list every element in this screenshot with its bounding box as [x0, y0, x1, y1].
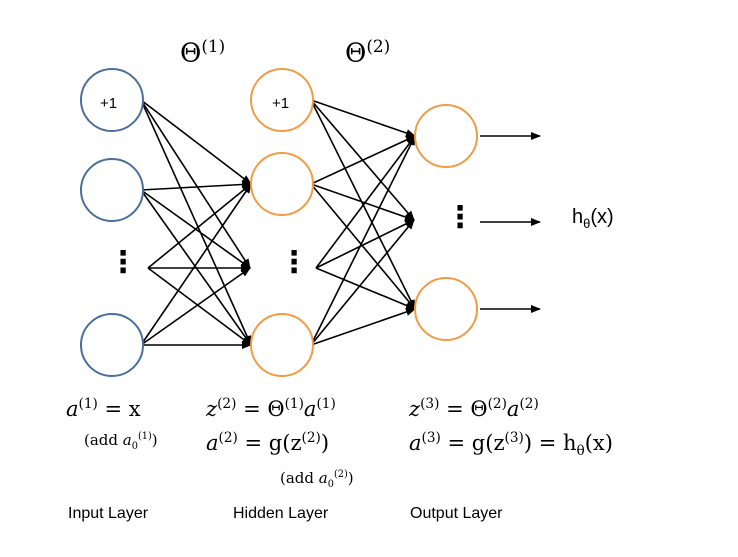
edge-input-0-hidden-2	[140, 99, 252, 346]
input-layer-title: Input Layer	[68, 505, 149, 522]
node-layer	[80, 68, 478, 377]
input-node-2	[80, 313, 144, 377]
output-hypothesis-label: hθ(x)	[572, 206, 614, 231]
output-arrows	[480, 132, 541, 313]
input-dots: ⋮	[108, 246, 138, 279]
edge-layer	[140, 99, 416, 349]
output-eq-a3: a(3) = g(z(3)) = hθ(x)	[409, 430, 613, 460]
output-layer-title: Output Layer	[410, 505, 503, 522]
edge-hidden-1-output-2	[310, 183, 416, 310]
input-eq-a1: a(1) = x	[66, 396, 141, 421]
edge-input-3-hidden-1	[140, 267, 251, 346]
edge-hidden-1-output-0	[310, 135, 416, 185]
output-eq-z3: z(3) = Θ(2)a(2)	[409, 396, 539, 421]
edge-hidden-2-output-1	[315, 219, 415, 269]
edge-input-3-hidden-0	[140, 183, 252, 346]
edge-hidden-1-output-1	[310, 183, 415, 221]
output-dots: ⋮	[445, 201, 475, 234]
bias-label-input: +1	[100, 95, 118, 112]
hidden-eq-z2: z(2) = Θ(1)a(1)	[206, 396, 336, 421]
edge-hidden-0-output-0	[310, 99, 416, 137]
edge-input-2-hidden-2	[147, 267, 252, 346]
edge-hidden-3-output-0	[310, 135, 416, 346]
output-node-1	[414, 277, 478, 341]
edge-hidden-3-output-2	[310, 308, 416, 346]
bias-label-hidden: +1	[272, 95, 290, 112]
theta2-label: Θ(2)	[345, 36, 391, 69]
input-node-1	[80, 158, 144, 222]
edge-hidden-2-output-0	[315, 135, 416, 269]
edge-input-0-hidden-1	[140, 99, 251, 269]
edge-input-1-hidden-0	[140, 180, 252, 191]
theta1-label: Θ(1)	[180, 36, 226, 69]
hidden-node-1	[250, 152, 314, 216]
edge-input-2-hidden-0	[147, 183, 252, 269]
hidden-eq-a2: a(2) = g(z(2))	[206, 430, 330, 455]
hidden-node-2	[250, 313, 314, 377]
edge-hidden-3-output-1	[310, 219, 415, 346]
hidden-node-0	[250, 68, 314, 132]
output-node-0	[414, 104, 478, 168]
edge-hidden-2-output-2	[315, 267, 416, 310]
input-node-0	[80, 68, 144, 132]
hidden-layer-title: Hidden Layer	[233, 505, 329, 522]
edge-input-0-hidden-0	[140, 99, 252, 185]
input-bias-note: (add a0(1))	[84, 431, 158, 452]
hidden-bias-note: (add a0(2))	[280, 469, 354, 490]
hidden-dots: ⋮	[279, 246, 309, 279]
